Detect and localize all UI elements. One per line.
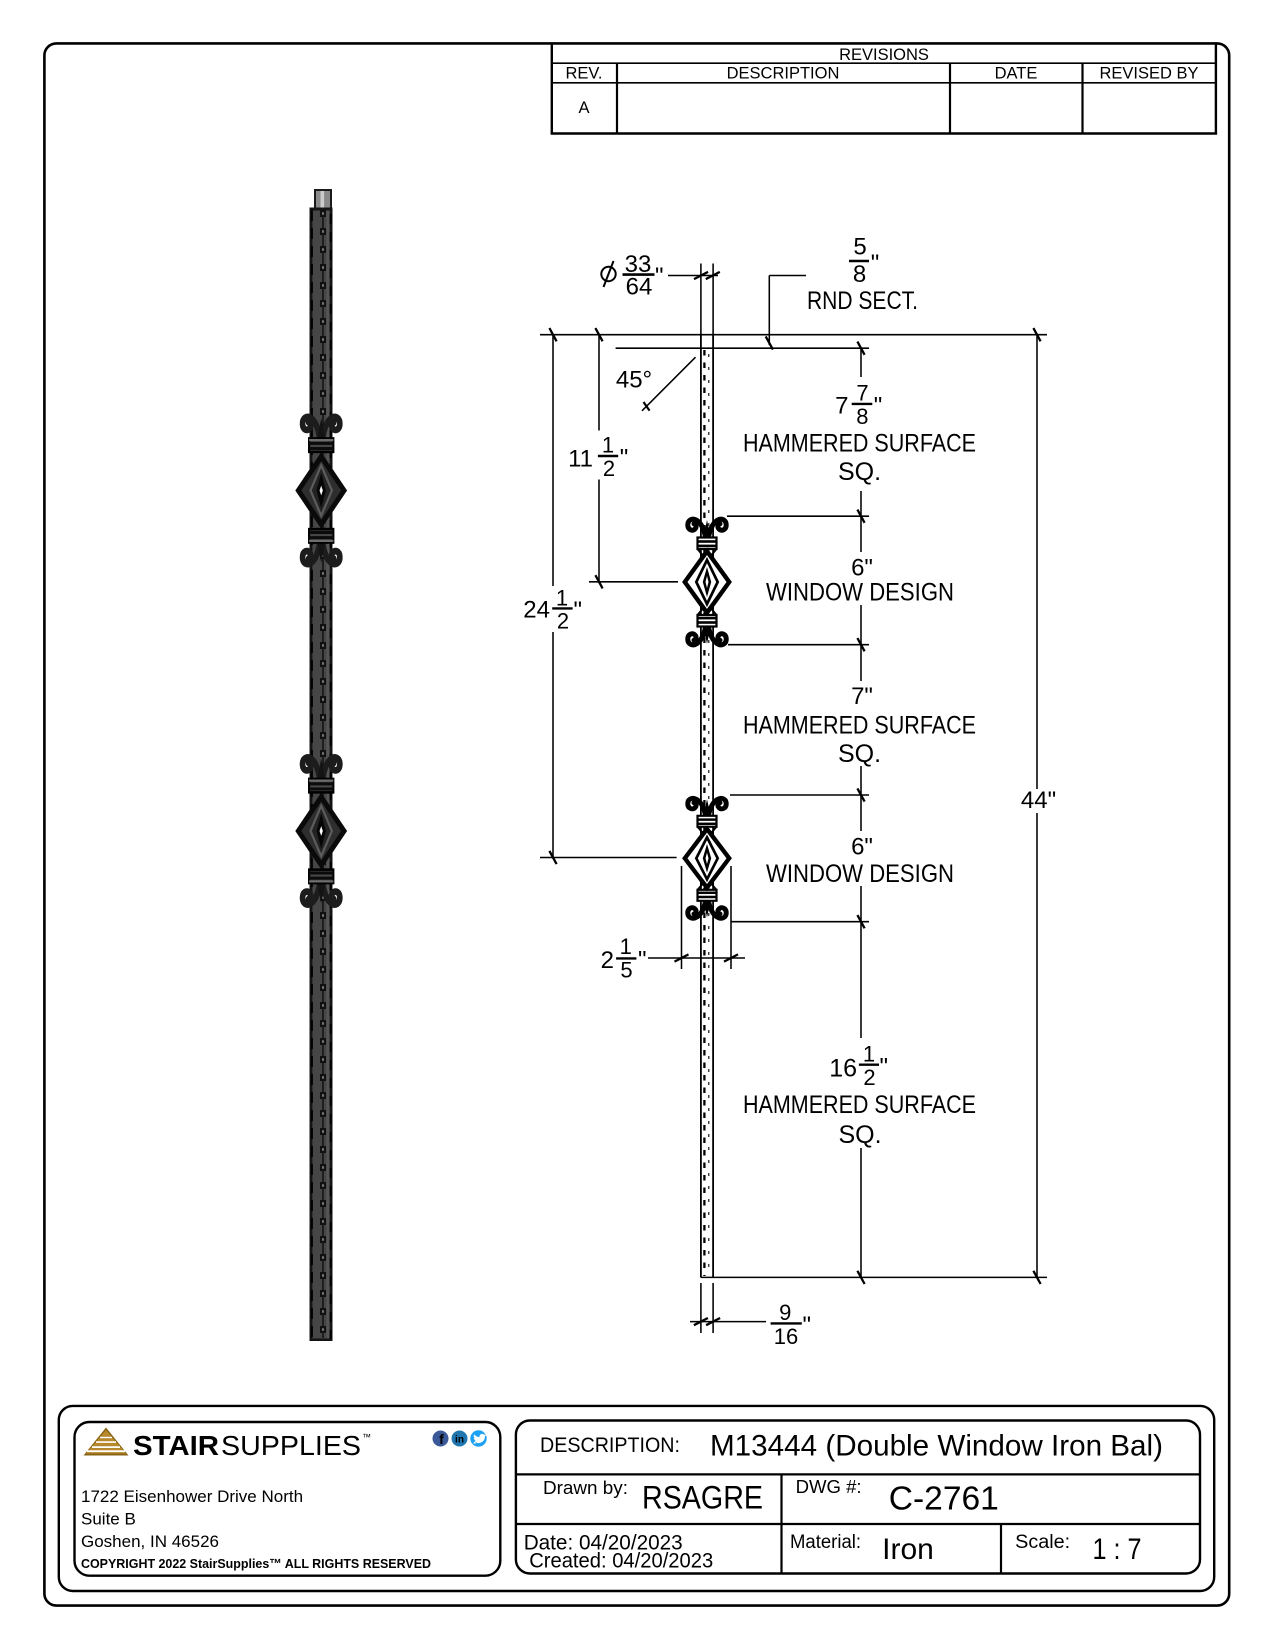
svg-text:9: 9 bbox=[779, 1300, 791, 1325]
svg-text:HAMMERED SURFACE: HAMMERED SURFACE bbox=[743, 712, 976, 740]
svg-text:2: 2 bbox=[603, 456, 615, 481]
svg-text:WINDOW DESIGN: WINDOW DESIGN bbox=[766, 860, 954, 888]
svg-text:5: 5 bbox=[853, 234, 866, 261]
svg-text:DATE: DATE bbox=[995, 65, 1038, 83]
svg-text:45°: 45° bbox=[616, 367, 652, 394]
svg-text:Iron: Iron bbox=[882, 1533, 934, 1566]
svg-text:COPYRIGHT 2022 StairSupplies™: COPYRIGHT 2022 StairSupplies™ ALL RIGHTS… bbox=[81, 1556, 431, 1571]
svg-text:1: 1 bbox=[602, 433, 614, 458]
svg-text:44": 44" bbox=[1021, 787, 1056, 814]
svg-text:M13444 (Double Window Iron Bal: M13444 (Double Window Iron Bal) bbox=[710, 1430, 1163, 1463]
svg-text:Drawn by:: Drawn by: bbox=[543, 1477, 628, 1498]
svg-text:Scale:: Scale: bbox=[1015, 1532, 1070, 1553]
svg-text:Material:: Material: bbox=[790, 1532, 861, 1553]
svg-text:STAIR: STAIR bbox=[133, 1430, 219, 1461]
svg-text:24: 24 bbox=[523, 597, 550, 624]
svg-text:5: 5 bbox=[620, 958, 632, 983]
svg-text:": " bbox=[803, 1312, 812, 1339]
svg-text:SQ.: SQ. bbox=[838, 740, 881, 768]
svg-text:7": 7" bbox=[851, 683, 873, 710]
svg-text:": " bbox=[871, 250, 880, 277]
svg-text:33: 33 bbox=[625, 251, 652, 278]
svg-text:": " bbox=[655, 263, 664, 290]
svg-text:Suite B: Suite B bbox=[81, 1510, 136, 1529]
svg-text:RSAGRE: RSAGRE bbox=[642, 1480, 763, 1516]
svg-text:": " bbox=[620, 445, 629, 472]
svg-text:": " bbox=[874, 392, 883, 419]
svg-text:7: 7 bbox=[835, 392, 848, 419]
svg-text:1 : 7: 1 : 7 bbox=[1093, 1533, 1142, 1566]
svg-text:16: 16 bbox=[774, 1324, 798, 1349]
svg-text:C-2761: C-2761 bbox=[889, 1480, 999, 1517]
svg-text:™: ™ bbox=[362, 1432, 371, 1442]
svg-text:A: A bbox=[578, 99, 589, 117]
svg-text:8: 8 bbox=[853, 261, 866, 288]
svg-text:2: 2 bbox=[863, 1065, 875, 1090]
svg-text:": " bbox=[574, 597, 583, 624]
svg-text:8: 8 bbox=[856, 404, 868, 429]
svg-text:Created: 04/20/2023: Created: 04/20/2023 bbox=[529, 1550, 713, 1573]
svg-text:Date: 04/20/2023: Date: 04/20/2023 bbox=[524, 1532, 683, 1555]
svg-text:DESCRIPTION:: DESCRIPTION: bbox=[540, 1434, 680, 1457]
svg-text:HAMMERED SURFACE: HAMMERED SURFACE bbox=[743, 1091, 976, 1119]
svg-text:1: 1 bbox=[620, 934, 632, 959]
svg-text:11: 11 bbox=[568, 446, 593, 473]
svg-text:REVISED BY: REVISED BY bbox=[1099, 65, 1198, 83]
svg-text:7: 7 bbox=[856, 381, 868, 406]
svg-text:HAMMERED SURFACE: HAMMERED SURFACE bbox=[743, 430, 976, 458]
svg-text:2: 2 bbox=[557, 609, 569, 634]
svg-text:RND SECT.: RND SECT. bbox=[807, 287, 918, 315]
svg-text:SQ.: SQ. bbox=[838, 458, 881, 486]
svg-text:WINDOW DESIGN: WINDOW DESIGN bbox=[766, 579, 954, 607]
svg-text:": " bbox=[880, 1054, 889, 1081]
svg-text:6": 6" bbox=[851, 555, 873, 582]
svg-text:f: f bbox=[439, 1431, 444, 1447]
svg-text:1: 1 bbox=[556, 585, 568, 610]
svg-text:1: 1 bbox=[863, 1041, 875, 1066]
svg-text:DESCRIPTION: DESCRIPTION bbox=[727, 65, 840, 83]
svg-text:in: in bbox=[455, 1434, 464, 1445]
svg-text:SQ.: SQ. bbox=[838, 1121, 881, 1149]
svg-text:16: 16 bbox=[829, 1054, 857, 1082]
svg-text:REV.: REV. bbox=[566, 65, 603, 83]
svg-text:": " bbox=[638, 947, 647, 974]
svg-text:SUPPLIES: SUPPLIES bbox=[221, 1430, 361, 1461]
svg-text:1722 Eisenhower Drive North: 1722 Eisenhower Drive North bbox=[81, 1487, 303, 1506]
svg-text:REVISIONS: REVISIONS bbox=[839, 46, 929, 64]
svg-text:64: 64 bbox=[626, 273, 653, 300]
svg-text:2: 2 bbox=[601, 947, 614, 974]
svg-text:DWG #:: DWG #: bbox=[796, 1476, 862, 1497]
svg-text:Goshen, IN 46526: Goshen, IN 46526 bbox=[81, 1532, 219, 1551]
svg-text:6": 6" bbox=[851, 834, 873, 861]
